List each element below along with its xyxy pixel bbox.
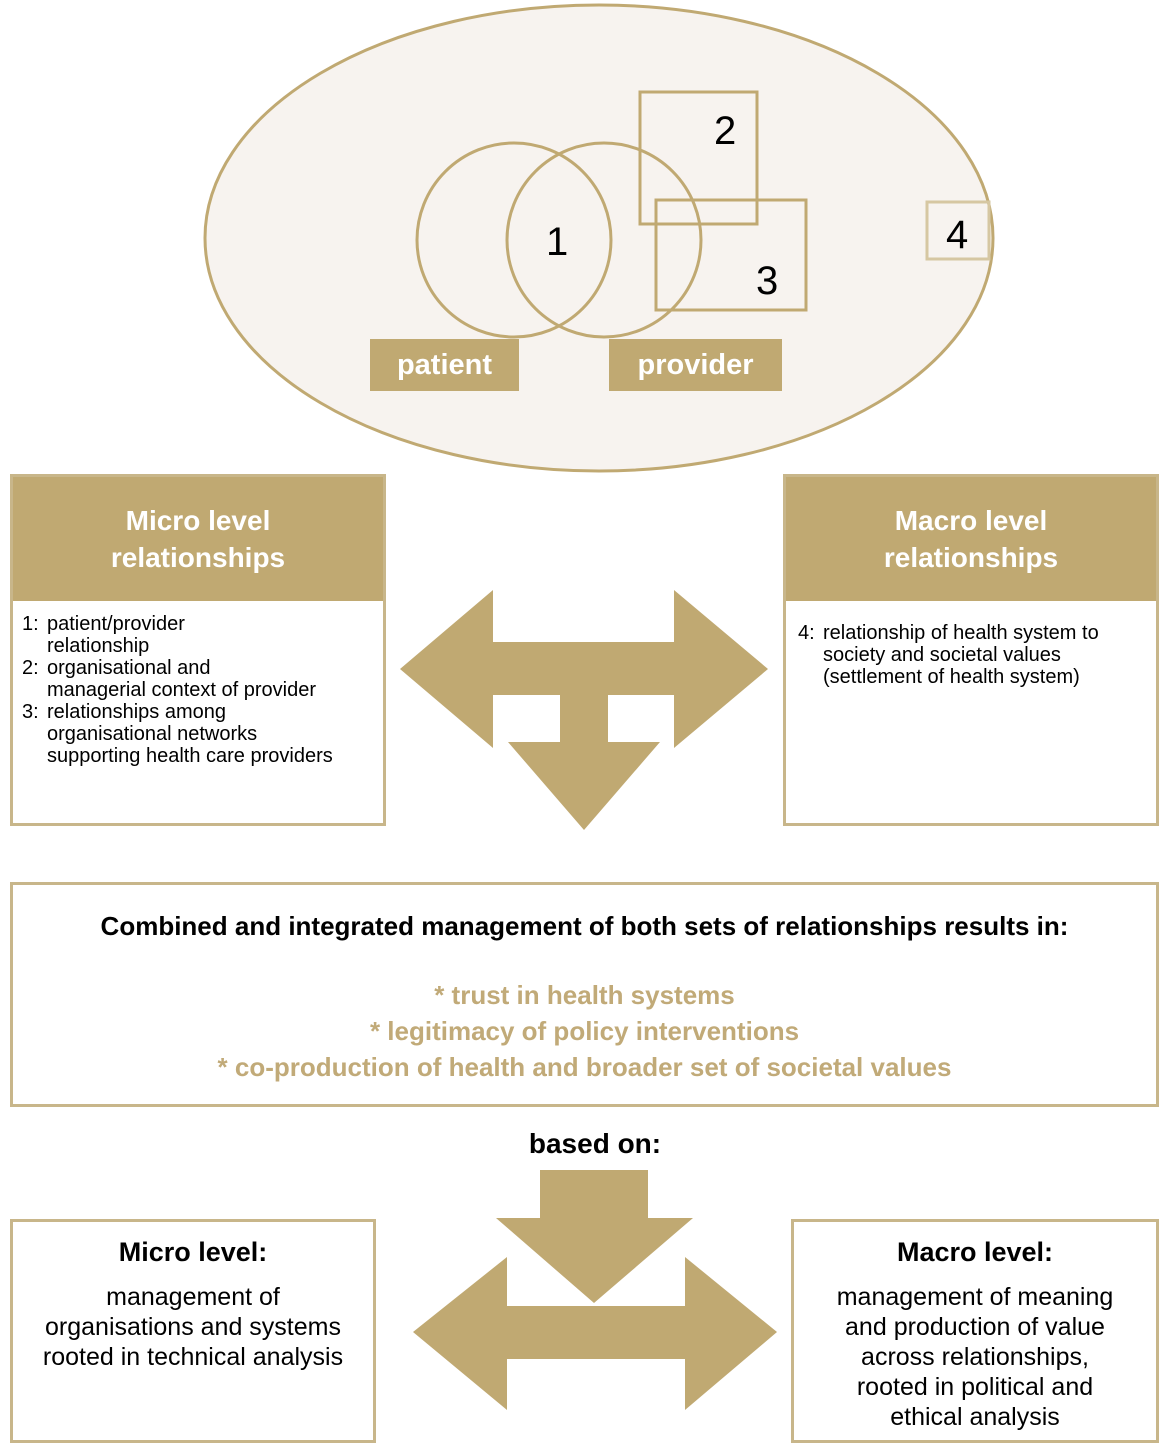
based-on-label: based on: xyxy=(528,1128,662,1159)
text-line: across relationships, xyxy=(861,1343,1089,1371)
provider-circle xyxy=(505,141,703,339)
provider-label: provider xyxy=(609,339,782,391)
number-4: 4 xyxy=(946,213,969,257)
micro-relationships-title-line1: Micro level xyxy=(125,505,271,536)
list-item: 1: patient/provider relationship xyxy=(22,613,375,657)
macro-relationships-title-line2: relationships xyxy=(883,542,1059,573)
text-line: organisations and systems xyxy=(45,1313,341,1341)
micro-level-text: management of organisations and systems … xyxy=(13,1282,373,1372)
combined-results: * trust in health systems * legitimacy o… xyxy=(13,977,1156,1085)
item-line: relationships among xyxy=(47,701,226,723)
item-line: supporting health care providers xyxy=(47,745,333,767)
square-2 xyxy=(638,90,759,226)
three-way-arrow xyxy=(400,590,768,830)
item-line: society and societal values xyxy=(823,644,1061,666)
text-line: ethical analysis xyxy=(890,1403,1060,1431)
combined-heading: Combined and integrated management of bo… xyxy=(100,911,1069,941)
micro-level-box: Micro level: management of organisations… xyxy=(10,1219,376,1443)
list-item: 2: organisational and managerial context… xyxy=(22,657,375,701)
square-4 xyxy=(925,200,991,261)
list-item: 3: relationships among organisational ne… xyxy=(22,701,375,767)
item-line: managerial context of provider xyxy=(47,679,317,701)
macro-level-text: management of meaning and production of … xyxy=(794,1282,1156,1432)
macro-relationships-header: Macro level relationships xyxy=(786,477,1156,601)
item-number: 2: xyxy=(22,657,39,679)
number-2: 2 xyxy=(714,109,737,153)
two-way-arrow xyxy=(413,1257,777,1410)
macro-relationships-title-line1: Macro level xyxy=(894,505,1048,536)
item-line: organisational and xyxy=(47,657,211,679)
micro-relationships-header: Micro level relationships xyxy=(13,477,383,601)
patient-label: patient xyxy=(370,339,519,391)
health-system-ellipse xyxy=(203,3,995,473)
item-line: relationship xyxy=(47,635,150,657)
macro-relationships-box: Macro level relationships 4: relationshi… xyxy=(783,474,1159,826)
text-line: and production of value xyxy=(845,1313,1105,1341)
item-number: 1: xyxy=(22,613,39,635)
macro-level-title: Macro level: xyxy=(896,1237,1054,1267)
number-1: 1 xyxy=(546,220,569,264)
text-line: management of meaning xyxy=(836,1283,1114,1311)
combined-management-box: Combined and integrated management of bo… xyxy=(10,882,1159,1107)
result-item: * co-production of health and broader se… xyxy=(217,1052,952,1082)
text-line: rooted in technical analysis xyxy=(42,1343,344,1371)
item-line: patient/provider xyxy=(47,613,185,635)
result-item: * legitimacy of policy interventions xyxy=(369,1016,800,1046)
micro-relationships-title-line2: relationships xyxy=(110,542,286,573)
macro-level-box: Macro level: management of meaning and p… xyxy=(791,1219,1159,1443)
item-line: (settlement of health system) xyxy=(823,666,1080,688)
square-3 xyxy=(654,198,808,312)
text-line: management of xyxy=(106,1283,280,1311)
down-arrow xyxy=(496,1170,693,1303)
patient-circle xyxy=(415,141,613,339)
item-line: organisational networks xyxy=(47,723,258,745)
list-item: 4: relationship of health system to soci… xyxy=(798,622,1148,688)
micro-relationships-list: 1: patient/provider relationship 2: orga… xyxy=(13,601,383,767)
text-line: rooted in political and xyxy=(856,1373,1094,1401)
micro-level-title: Micro level: xyxy=(118,1237,268,1267)
item-number: 4: xyxy=(798,622,815,644)
result-item: * trust in health systems xyxy=(434,980,735,1010)
micro-relationships-box: Micro level relationships 1: patient/pro… xyxy=(10,474,386,826)
item-line: relationship of health system to xyxy=(823,622,1099,644)
item-number: 3: xyxy=(22,701,39,723)
macro-relationships-list: 4: relationship of health system to soci… xyxy=(786,601,1156,688)
number-3: 3 xyxy=(756,259,779,303)
